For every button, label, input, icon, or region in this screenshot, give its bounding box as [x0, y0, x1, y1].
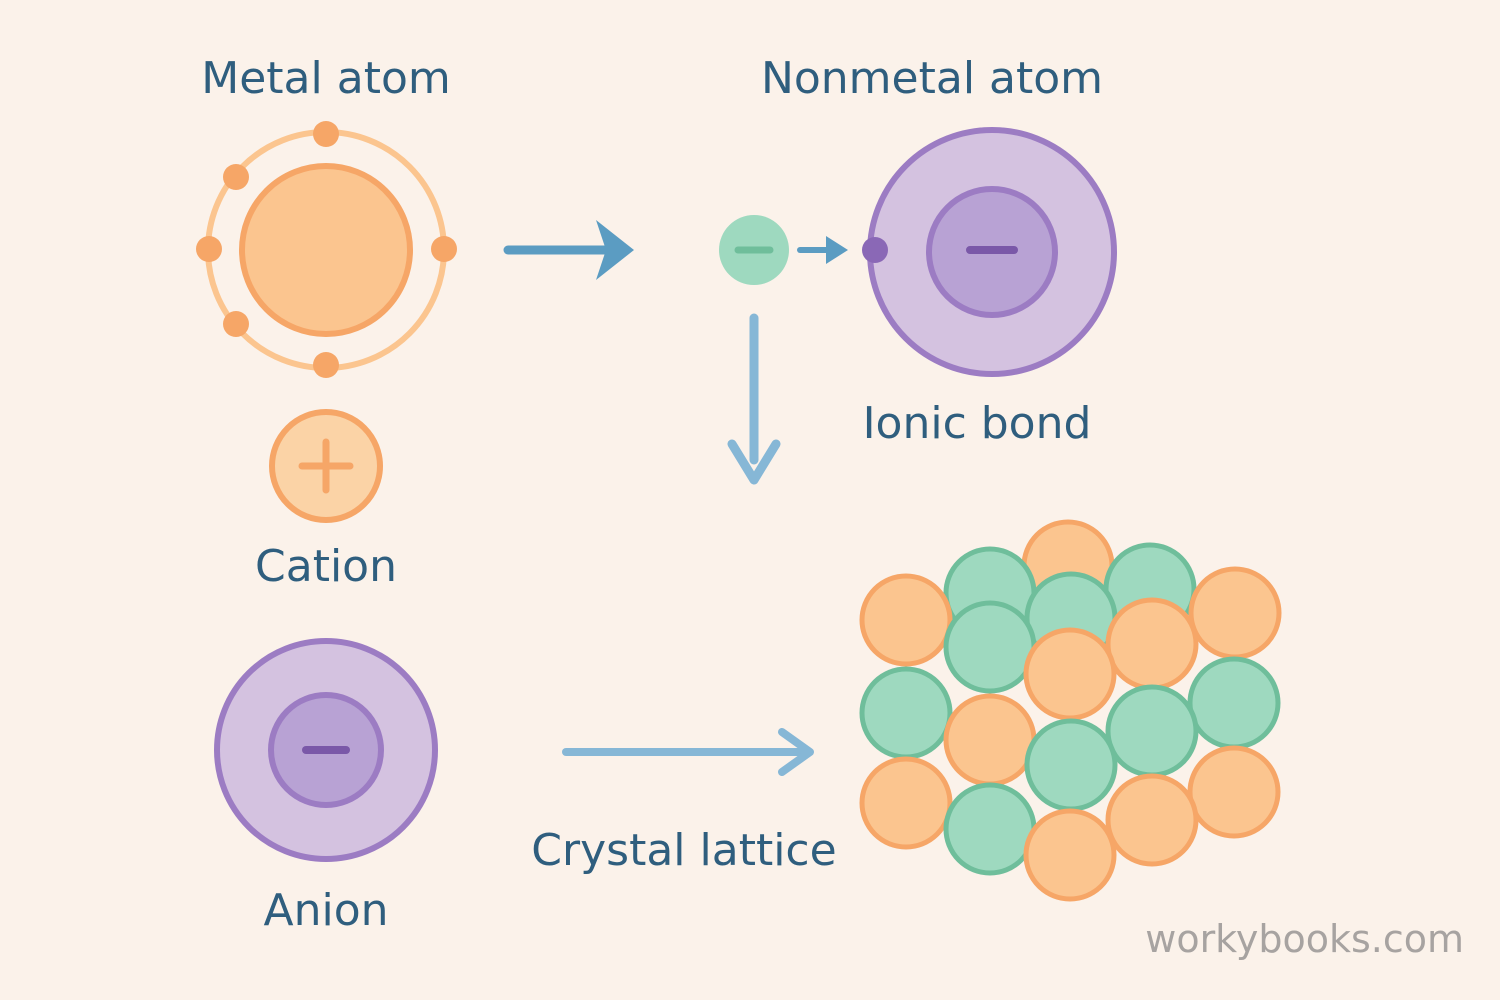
captured-electron [862, 237, 888, 263]
lattice-anion-sphere [1024, 718, 1118, 812]
cation [269, 409, 383, 523]
lattice-cation-sphere [1023, 627, 1117, 721]
arrow-right-icon [503, 220, 634, 280]
ionic-bond-label: Ionic bond [862, 398, 1092, 449]
metal-electron [313, 352, 339, 378]
arrow-right-small-icon [797, 236, 848, 264]
lattice-anion-sphere [1187, 656, 1281, 750]
metal-atom-label: Metal atom [201, 53, 451, 104]
metal-electron [431, 236, 457, 262]
nonmetal-atom [862, 127, 1117, 377]
lattice-cation-sphere [1105, 773, 1199, 867]
arrow-down-icon [727, 313, 781, 485]
metal-electron [223, 311, 249, 337]
lattice-cation-sphere [859, 573, 953, 667]
lattice-cation-sphere [1105, 597, 1199, 691]
cation-label: Cation [255, 541, 397, 592]
anion-label: Anion [263, 885, 389, 936]
metal-electron [313, 121, 339, 147]
lattice-anion-sphere [943, 782, 1037, 876]
lattice-cation-sphere [1188, 566, 1282, 660]
lattice-cation-sphere [859, 756, 953, 850]
lattice-cation-sphere [1023, 808, 1117, 902]
metal-atom-nucleus [239, 163, 413, 337]
lattice-cation-sphere [943, 693, 1037, 787]
lattice-anion-sphere [943, 600, 1037, 694]
arrow-right-long-icon [562, 728, 814, 776]
lattice-cation-sphere [1187, 745, 1281, 839]
lattice-anion-sphere [859, 666, 953, 760]
nonmetal-atom-label: Nonmetal atom [760, 53, 1104, 104]
anion [214, 638, 438, 862]
transferred-electron [719, 215, 789, 285]
lattice-anion-sphere [1105, 684, 1199, 778]
metal-electron [223, 164, 249, 190]
metal-atom [196, 121, 457, 378]
watermark-text: workybooks.com [1145, 917, 1464, 961]
crystal-lattice-label: Crystal lattice [531, 825, 837, 876]
metal-electron [196, 236, 222, 262]
crystal-lattice [859, 519, 1282, 902]
